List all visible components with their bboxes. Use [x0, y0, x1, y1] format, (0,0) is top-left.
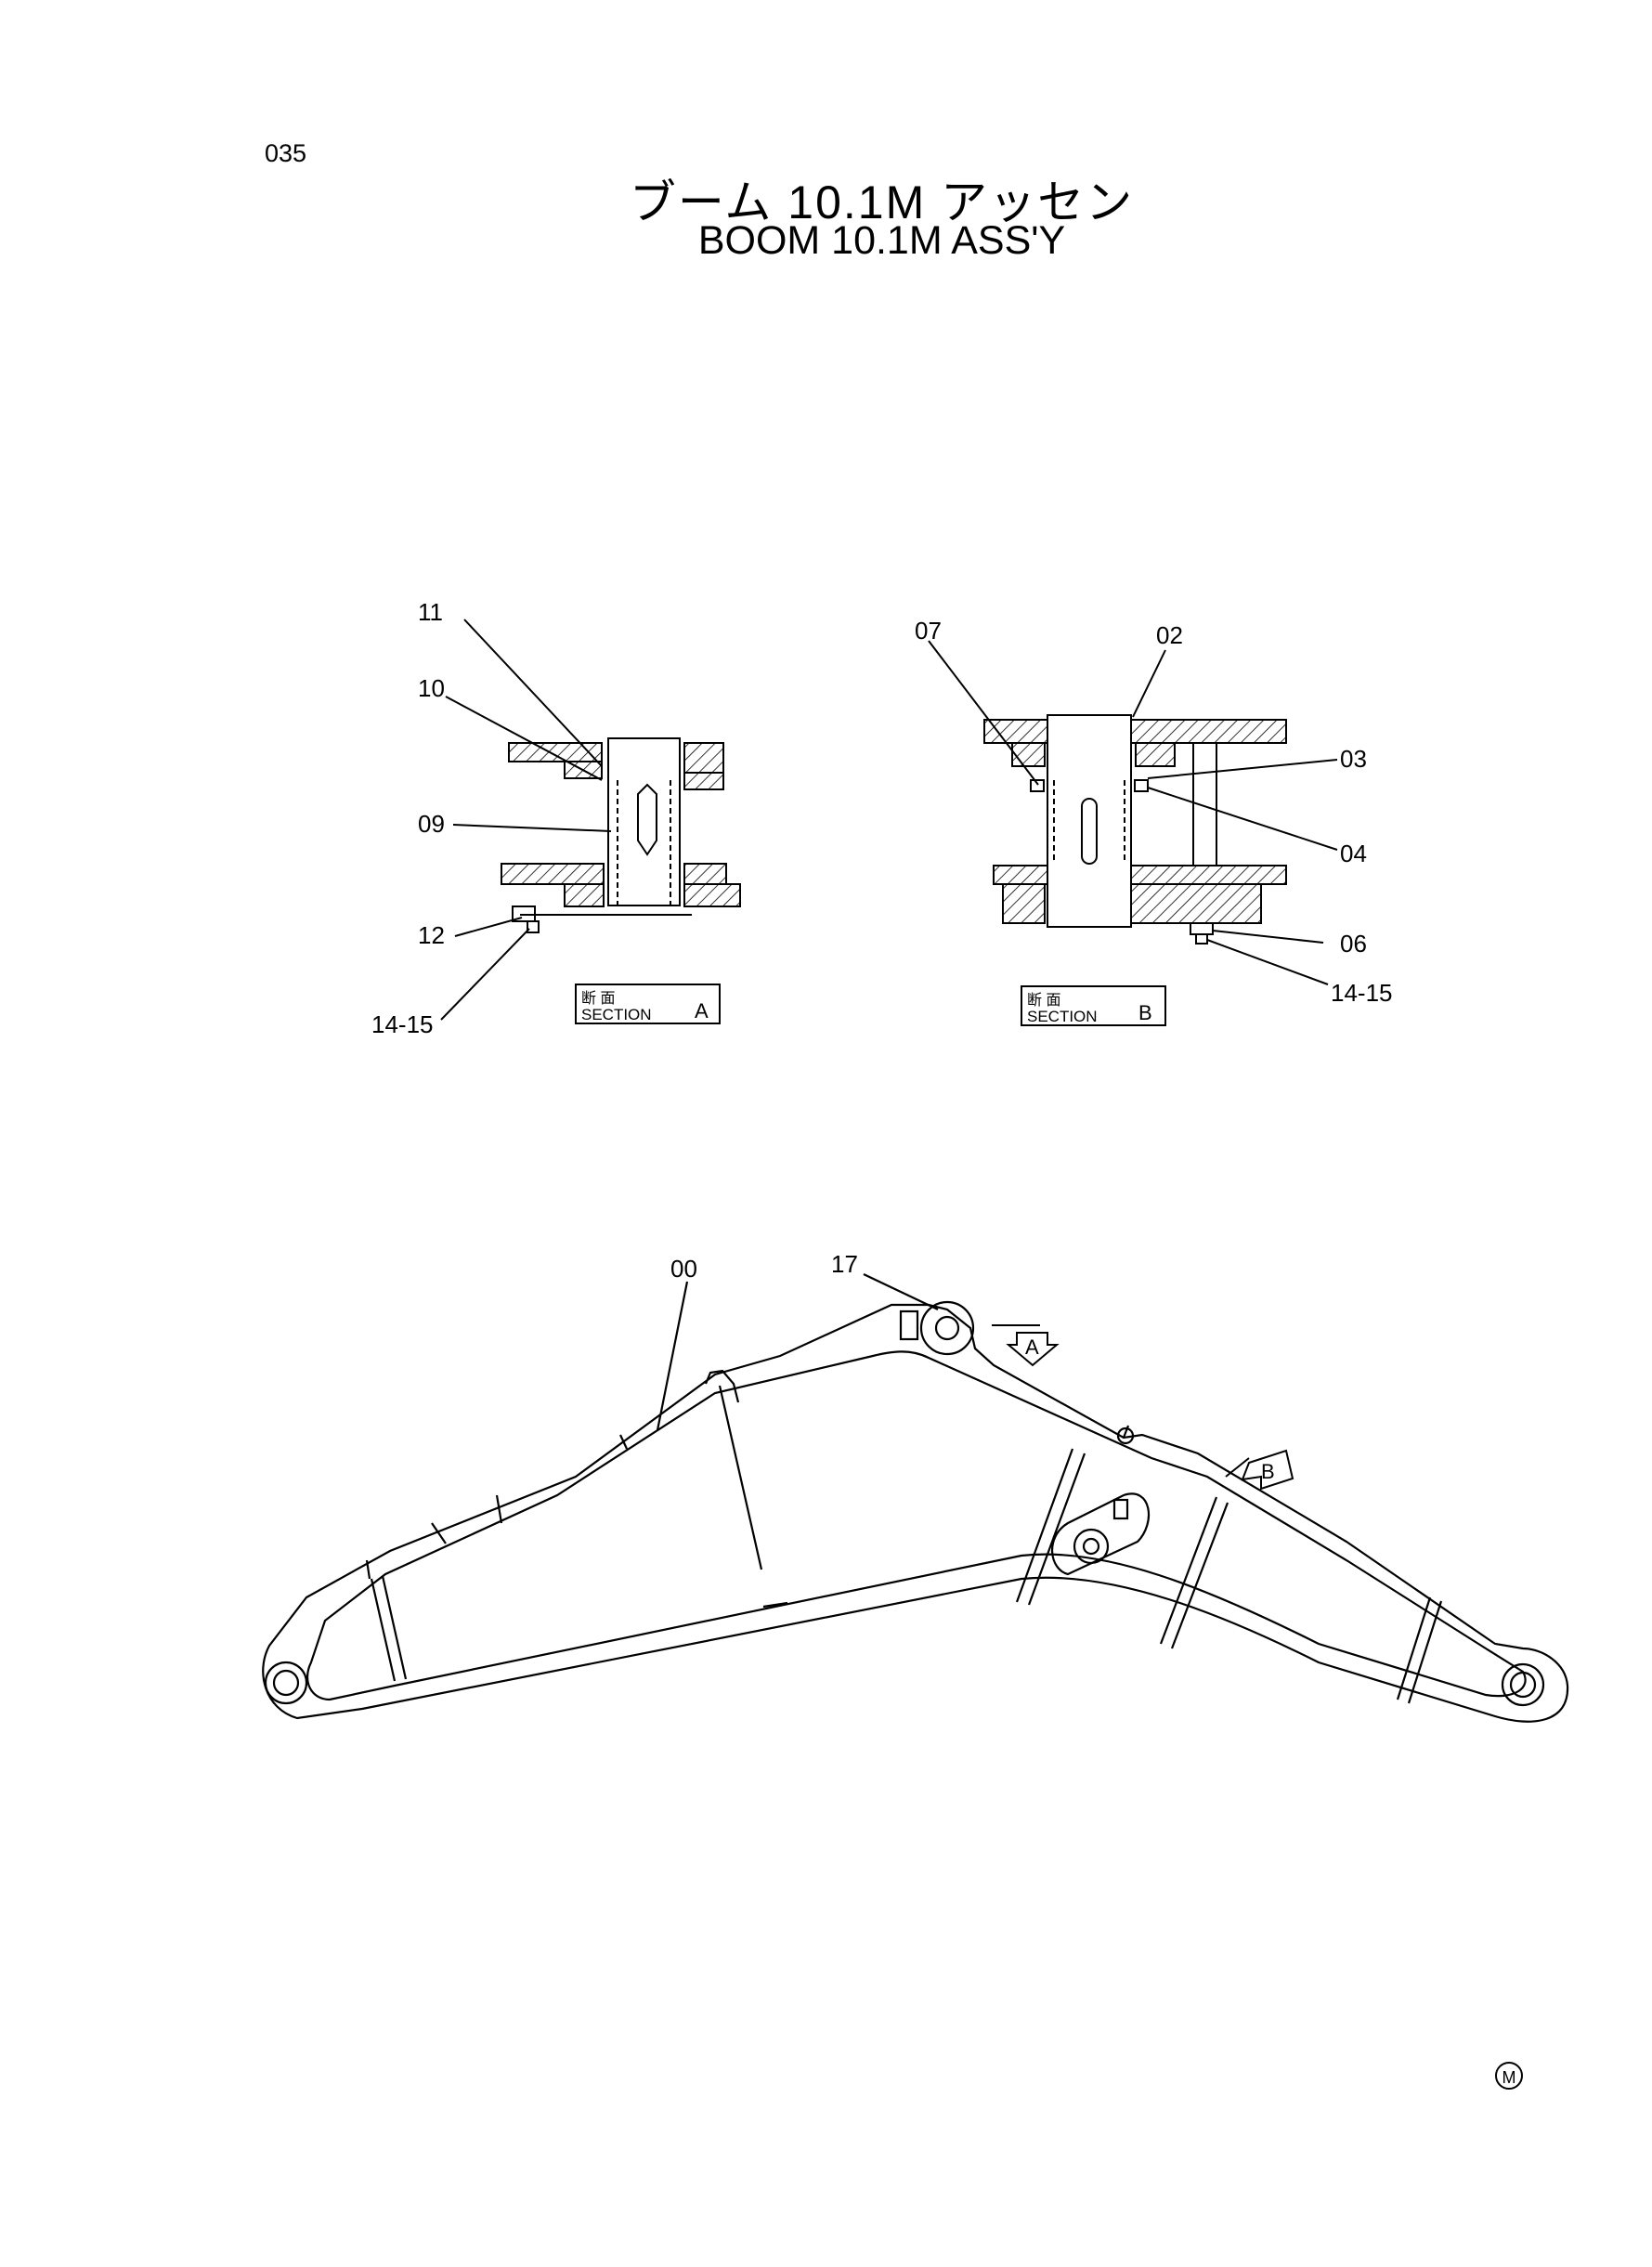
callout-09: 09	[418, 810, 445, 838]
callout-00: 00	[670, 1255, 697, 1283]
boom-drawing	[262, 1273, 1569, 1723]
section-a-label: 断 面 SECTION A	[575, 984, 721, 1024]
section-b-label-jp: 断 面	[1027, 992, 1060, 1009]
section-b-label: 断 面 SECTION B	[1021, 985, 1166, 1026]
section-b-letter: B	[1138, 1001, 1152, 1024]
callout-14-15-a: 14-15	[371, 1010, 434, 1038]
callout-02: 02	[1156, 621, 1183, 649]
view-arrow-a	[992, 1324, 1060, 1367]
callout-14-15-b: 14-15	[1331, 979, 1393, 1007]
callout-04: 04	[1340, 840, 1367, 867]
section-b-label-en: SECTION	[1027, 1008, 1098, 1025]
section-b-drawing	[928, 640, 1338, 985]
page-number: 035	[265, 139, 307, 167]
section-a-letter: A	[695, 999, 709, 1023]
section-a-label-en: SECTION	[581, 1006, 652, 1023]
section-a-label-jp: 断 面	[581, 990, 615, 1007]
corner-mark: M	[1495, 2062, 1523, 2090]
view-arrow-b	[1225, 1449, 1294, 1491]
title-english: BOOM 10.1M ASS'Y	[697, 218, 1066, 263]
callout-12: 12	[418, 921, 445, 949]
callout-03: 03	[1340, 745, 1367, 773]
title-japanese: ブーム 10.1M アッセン	[629, 176, 1135, 228]
callout-10: 10	[418, 674, 445, 702]
callout-17: 17	[831, 1250, 858, 1278]
section-a-drawing	[440, 619, 741, 1021]
view-arrow-b-letter: B	[1261, 1460, 1275, 1483]
callout-11: 11	[418, 598, 443, 626]
callout-07: 07	[915, 617, 942, 645]
view-arrow-a-letter: A	[1025, 1335, 1039, 1359]
callout-06: 06	[1340, 930, 1367, 958]
